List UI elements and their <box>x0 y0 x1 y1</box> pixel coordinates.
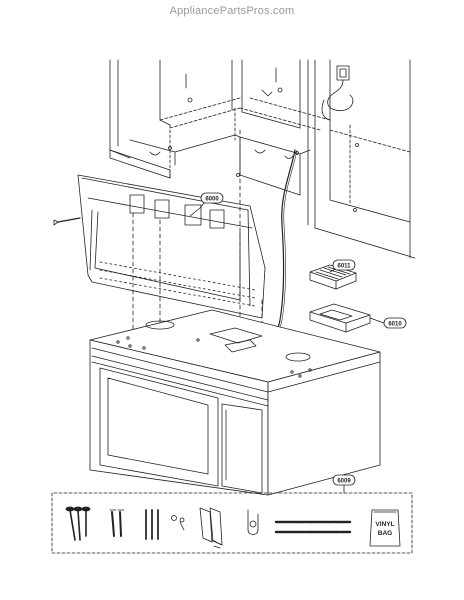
svg-text:6010: 6010 <box>388 321 402 327</box>
hardware-kit <box>51 492 413 554</box>
vinyl-bag-label-1: VINYL <box>375 521 394 528</box>
callout-6010: 6010 <box>383 317 407 329</box>
wood-screws <box>145 509 159 541</box>
callout-6009: 6009 <box>332 474 356 486</box>
wall-anchors <box>109 509 125 537</box>
svg-text:6011: 6011 <box>337 263 351 269</box>
grease-filter <box>309 264 357 290</box>
watermark: AppliancePartsPros.com <box>169 5 295 17</box>
microwave-oven <box>89 309 381 496</box>
vinyl-bag-label-2: BAG <box>378 530 392 537</box>
cord-clamp <box>247 509 259 535</box>
svg-text:6009: 6009 <box>337 478 351 484</box>
svg-text:6000: 6000 <box>205 196 219 202</box>
leader-6010 <box>369 317 385 324</box>
wall-cabinet <box>109 59 416 259</box>
top-brackets <box>199 507 223 549</box>
vinyl-bag <box>369 509 401 547</box>
charcoal-filter <box>309 303 371 333</box>
callout-6000: 6000 <box>200 192 224 204</box>
small-screws <box>171 515 185 531</box>
callout-6011: 6011 <box>332 259 356 271</box>
mounting-plate <box>53 129 266 346</box>
toggle-bolts <box>65 506 91 541</box>
filler-strips <box>274 520 352 534</box>
